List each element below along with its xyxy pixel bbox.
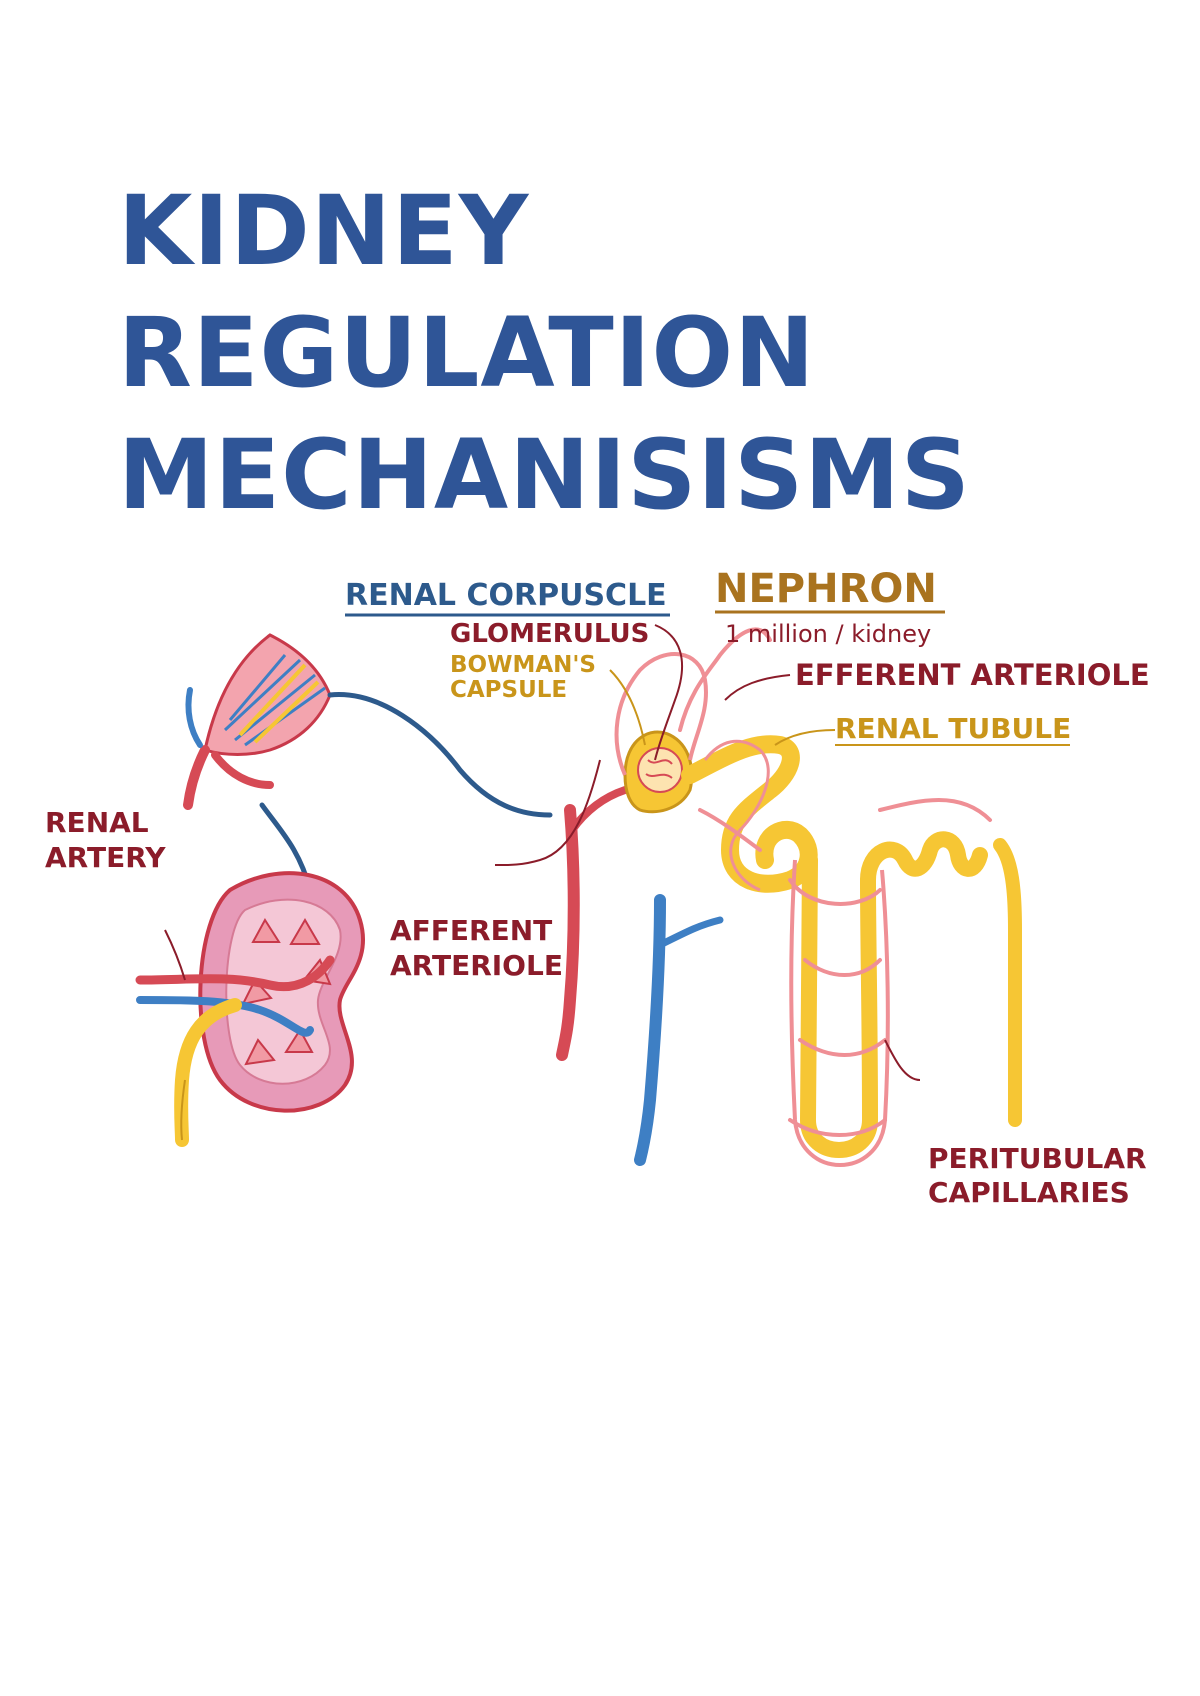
label-renal-tubule: RENAL TUBULE	[835, 712, 1071, 745]
label-afferent-arteriole-1: AFFERENT	[390, 914, 552, 947]
label-glomerulus: GLOMERULUS	[450, 619, 649, 649]
nephron-figure: RENAL CORPUSCLE NEPHRON 1 million / kidn…	[0, 560, 1200, 1230]
kidney-icon	[135, 871, 366, 1147]
label-peritubular-2: CAPILLARIES	[928, 1176, 1130, 1209]
title-line-3: MECHANISISMS	[118, 419, 971, 531]
label-bowmans-capsule-1: BOWMAN'S	[450, 652, 596, 678]
corpuscle-inset	[183, 633, 553, 893]
label-renal-corpuscle: RENAL CORPUSCLE	[345, 578, 667, 613]
label-renal-artery-2: ARTERY	[45, 841, 166, 874]
label-peritubular-1: PERITUBULAR	[928, 1142, 1147, 1175]
label-bowmans-capsule-2: CAPSULE	[450, 677, 567, 703]
nephron-structure	[345, 610, 1070, 1167]
title-line-1: KIDNEY	[118, 175, 530, 287]
label-renal-artery-1: RENAL	[45, 806, 149, 839]
label-nephron-count: 1 million / kidney	[725, 620, 931, 648]
label-afferent-arteriole-2: ARTERIOLE	[390, 949, 563, 982]
document-title: KIDNEY REGULATION MECHANISISMS	[118, 170, 971, 536]
label-efferent-arteriole: EFFERENT ARTERIOLE	[795, 658, 1150, 692]
title-line-2: REGULATION	[118, 297, 816, 409]
label-nephron: NEPHRON	[715, 566, 937, 612]
figure-labels: RENAL CORPUSCLE NEPHRON 1 million / kidn…	[45, 566, 1150, 1209]
nephron-illustration: RENAL CORPUSCLE NEPHRON 1 million / kidn…	[45, 566, 1150, 1209]
